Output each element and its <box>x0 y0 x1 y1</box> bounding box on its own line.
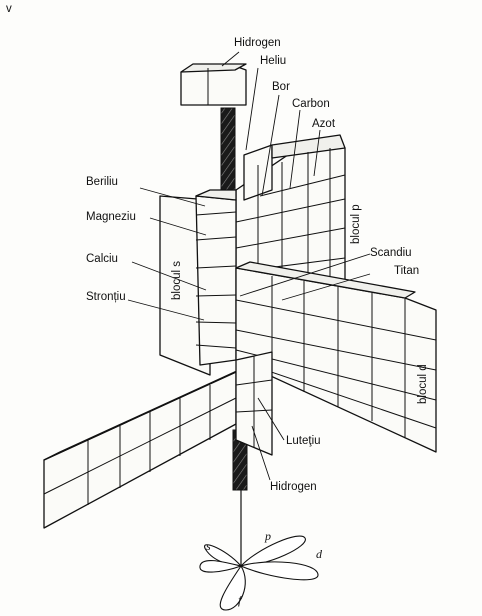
label-bor: Bor <box>272 81 290 93</box>
hydrogen-top-block <box>180 63 247 106</box>
label-strontiu: Stronțiu <box>86 291 126 303</box>
p-block-sheet <box>235 134 346 284</box>
label-lutetiu: Luteţiu <box>286 435 321 447</box>
f-block-sheet <box>43 364 251 529</box>
label-calciu: Calciu <box>86 253 118 265</box>
orbital-s-label: s <box>206 539 211 553</box>
leader-lines <box>127 51 371 481</box>
orbital-lobes <box>199 535 319 611</box>
label-blocul-s: blocul s <box>171 261 183 300</box>
label-azot: Azot <box>312 118 336 130</box>
label-blocul-d: blocul d <box>417 364 429 404</box>
label-scandiu: Scandiu <box>370 247 412 259</box>
orbital-p-label: p <box>264 529 271 543</box>
label-carbon: Carbon <box>292 98 330 110</box>
label-hidrogen-bottom: Hidrogen <box>270 481 317 493</box>
lutetium-sheet <box>235 351 273 456</box>
orbital-d-label: d <box>316 547 323 561</box>
label-hidrogen-top: Hidrogen <box>234 37 281 49</box>
central-rod-upper <box>220 107 236 197</box>
corner-mark: v <box>6 3 12 15</box>
label-blocul-p: blocul p <box>350 204 362 244</box>
label-magneziu: Magneziu <box>86 211 136 223</box>
orbital-f-label: f <box>238 593 243 607</box>
label-titan: Titan <box>394 265 419 277</box>
label-beriliu: Beriliu <box>86 176 118 188</box>
label-heliu: Heliu <box>260 55 286 67</box>
